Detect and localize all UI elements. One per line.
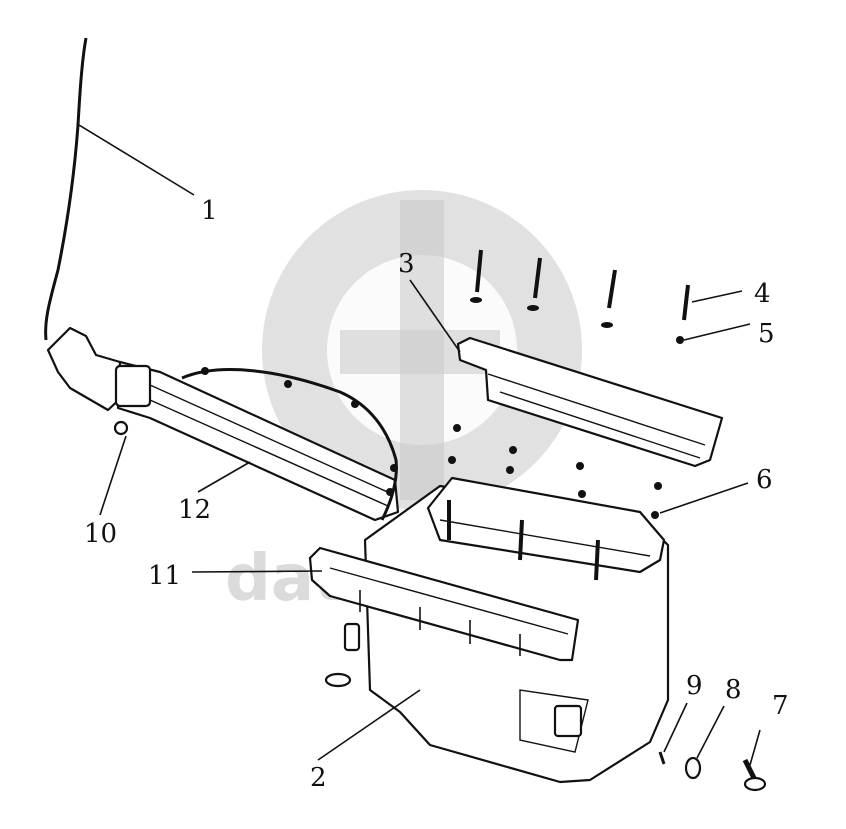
callout-12: 12 <box>178 495 211 525</box>
callout-4: 4 <box>754 279 771 309</box>
hose-clips <box>201 367 398 496</box>
breather-hose <box>181 368 398 521</box>
callout-9: 9 <box>686 671 703 701</box>
callout-10: 10 <box>84 519 117 549</box>
callout-1: 1 <box>201 196 218 226</box>
callout-2: 2 <box>310 763 327 793</box>
mounting-rail-part <box>308 546 580 662</box>
callout-11: 11 <box>148 561 181 591</box>
callout-3: 3 <box>398 249 415 279</box>
watermark-logo <box>262 190 582 510</box>
callout-labels: 1 2 3 4 5 6 7 8 9 10 11 12 <box>84 196 789 793</box>
callout-5: 5 <box>758 319 775 349</box>
callout-8: 8 <box>725 675 742 705</box>
nut-part <box>113 420 129 436</box>
bolt-part-7 <box>742 758 767 792</box>
washer-part-8 <box>684 756 702 780</box>
callout-7: 7 <box>772 691 789 721</box>
pin-part-9 <box>658 751 666 765</box>
top-bolts <box>470 249 690 328</box>
filler-tube-part <box>46 326 400 522</box>
small-screw-part <box>676 336 684 344</box>
lower-bolt <box>324 622 361 688</box>
cable-part <box>44 37 88 341</box>
tank-nuts <box>448 424 662 519</box>
top-bracket-part <box>456 336 724 468</box>
leader-lines <box>78 124 761 766</box>
callout-6: 6 <box>756 465 773 495</box>
tank-top-bolts <box>447 500 600 581</box>
